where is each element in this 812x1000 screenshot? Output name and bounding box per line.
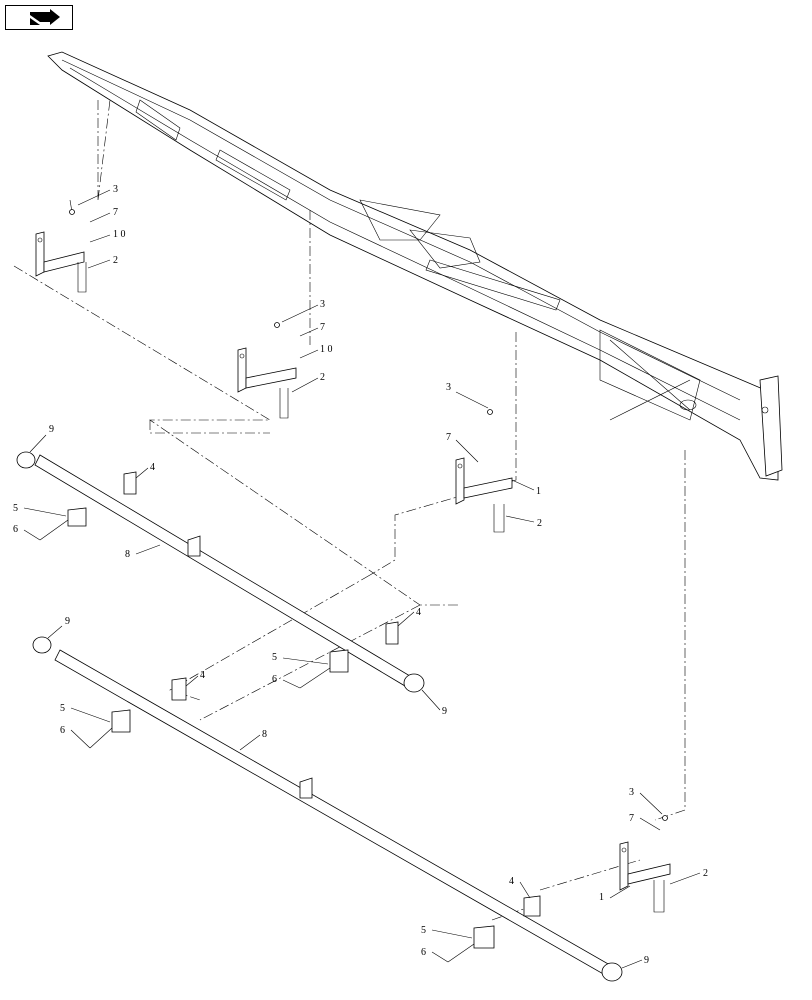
lower-tube-assembly: [32, 636, 623, 982]
callout-bolt: 6: [272, 674, 277, 685]
callout-nut: 3: [629, 787, 634, 798]
callout-clamp: 4: [200, 670, 205, 681]
boom-frame: [47, 51, 783, 481]
next-page-button[interactable]: [5, 5, 73, 30]
callout-tube: 8: [262, 729, 267, 740]
callout-washer: 7: [113, 207, 118, 218]
callout-clamp: 4: [509, 876, 514, 887]
callout-clamp: 4: [150, 462, 155, 473]
callout-bracket: 1: [599, 892, 604, 903]
callout-bolt: 6: [13, 524, 18, 535]
bracket-assembly-lower-right: [619, 815, 671, 913]
callout-end-cap: 9: [644, 955, 649, 966]
callout-labels: 3 7 1 0 2 3 7 1 0 2 3 7 1 2 9 4 5 6 8 4 …: [13, 184, 708, 966]
bracket-assembly-upper-left: [35, 199, 87, 293]
callout-bracket-alt: 1 0: [320, 344, 333, 355]
callout-bracket-alt: 1 0: [113, 229, 126, 240]
callout-end-cap: 9: [65, 616, 70, 627]
callout-clip: 5: [13, 503, 18, 514]
bracket-assembly-middle-left: [237, 322, 297, 419]
callout-clip: 5: [421, 925, 426, 936]
bracket-assembly-middle-right: [455, 409, 513, 533]
callout-washer: 7: [320, 322, 325, 333]
callout-bracket: 1: [536, 486, 541, 497]
callout-nut: 3: [320, 299, 325, 310]
leader-lines: [23, 189, 701, 969]
page-arrow-icon: [30, 9, 60, 25]
callout-nut: 3: [446, 382, 451, 393]
callout-clip: 5: [60, 703, 65, 714]
callout-bolt: 6: [60, 725, 65, 736]
callout-washer: 7: [446, 432, 451, 443]
callout-end-cap: 9: [442, 706, 447, 717]
callout-clip: 5: [272, 652, 277, 663]
callout-u-bolt: 2: [320, 372, 325, 383]
callout-washer: 7: [629, 813, 634, 824]
callout-end-cap: 9: [49, 424, 54, 435]
callout-clamp: 4: [416, 607, 421, 618]
callout-bolt: 6: [421, 947, 426, 958]
callout-u-bolt: 2: [703, 868, 708, 879]
callout-u-bolt: 2: [537, 518, 542, 529]
upper-tube-assembly: [16, 451, 425, 693]
callout-u-bolt: 2: [113, 255, 118, 266]
callout-nut: 3: [113, 184, 118, 195]
callout-tube: 8: [125, 549, 130, 560]
